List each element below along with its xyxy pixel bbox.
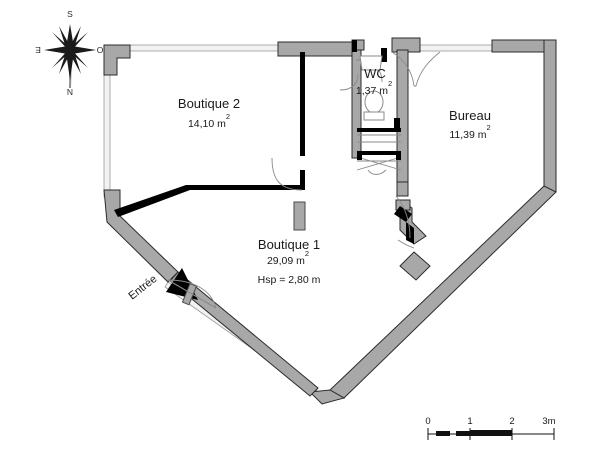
compass-rose: S N E O (35, 9, 104, 97)
scale-tick-label-2: 2 (509, 416, 514, 427)
wc-fixtures-group (359, 55, 385, 121)
compass-point-east-right (68, 46, 96, 54)
wall-south-vertex (308, 389, 346, 405)
scale-seg-c (470, 430, 512, 436)
wall-east-exterior (543, 39, 557, 193)
wall-northwest-corner (103, 44, 131, 76)
room-area-wc: 1,37 m2 (356, 79, 392, 98)
door-arc-bureau-left (391, 51, 415, 87)
room-label-wc: WC (364, 66, 386, 81)
scale-tick-label-3: 3m (542, 416, 555, 427)
stair-post-right (396, 155, 401, 160)
staircase-group (356, 134, 402, 175)
interior-column (293, 201, 306, 231)
door-arc-entrance (167, 279, 217, 309)
stair-landing-lower (357, 151, 401, 155)
scale-tick-label-0: 0 (425, 416, 430, 427)
door-arc-boutique1-to-wc (339, 73, 359, 91)
stair-post-left (357, 155, 362, 160)
room-label-boutique2: Boutique 2 (178, 96, 240, 111)
door-arc-boutique2 (271, 157, 303, 191)
stair-diagonal-2 (356, 156, 402, 171)
partition-boutique2-south (186, 185, 302, 190)
door-arc-bureau-south (395, 195, 411, 239)
wall-west-lower-kink (103, 189, 179, 283)
scale-tick-label-1: 1 (467, 416, 472, 427)
compass-label-bottom: N (67, 87, 73, 97)
partition-boutique2-southwest-diagonal (114, 185, 190, 217)
stair-newel-post (394, 118, 400, 130)
partition-wc-door-jamb-east (381, 48, 387, 62)
door-leaf-bureau-south (397, 239, 415, 249)
room-label-bureau: Bureau (449, 108, 491, 123)
room-area-boutique2: 14,10 m2 (188, 112, 230, 131)
compass-minor-sse (70, 50, 81, 74)
stair-landing-upper (357, 128, 401, 132)
room-labels-group: Boutique 2 14,10 m2 WC 1,37 m2 Bureau 11… (178, 66, 491, 286)
wall-mid-right-notch (399, 251, 431, 281)
window-north-boutique2 (129, 44, 279, 52)
toilet-cistern-icon (363, 111, 385, 121)
door-arcs-group (167, 51, 441, 309)
partition-wc-door-jamb-west (352, 40, 357, 52)
scale-seg-a (436, 431, 450, 436)
room-area-bureau: 11,39 m2 (449, 123, 490, 142)
wall-wc-southeast-return (396, 181, 409, 197)
compass-minor-ssw (59, 50, 70, 74)
compass-label-top: S (67, 9, 73, 19)
door-arc-entrance-chord (167, 279, 217, 309)
entrance-door-leaf (181, 282, 198, 306)
room-area-boutique1: 29,09 m2 (267, 249, 309, 268)
sink-icon (359, 55, 383, 71)
window-west-boutique2 (103, 74, 111, 198)
compass-point-west-left (44, 46, 72, 54)
ceiling-height-label: Hsp = 2,80 m (258, 274, 321, 286)
partitions-group (114, 40, 414, 306)
compass-label-left: E (35, 45, 41, 55)
room-label-boutique1: Boutique 1 (258, 237, 320, 252)
door-arc-bureau-right (415, 51, 441, 87)
compass-label-right: O (97, 45, 104, 55)
wall-north-center (277, 41, 353, 57)
partition-boutique2-east-lower (300, 170, 305, 190)
compass-minor-nnw (59, 26, 70, 50)
compass-minor-nne (70, 26, 81, 50)
scale-seg-b (456, 431, 470, 436)
partition-boutique2-east-upper (300, 52, 305, 156)
stair-bottom-curve (367, 169, 387, 175)
scale-bar-group: 0 1 2 3m (425, 416, 556, 440)
